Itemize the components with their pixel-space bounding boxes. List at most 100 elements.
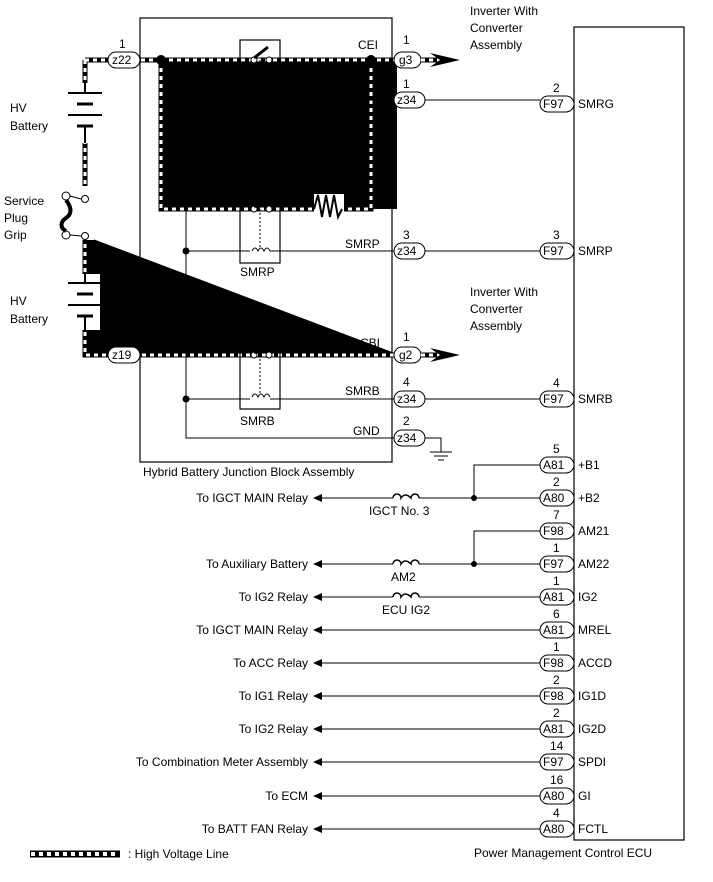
svg-text:1: 1: [119, 37, 126, 51]
fuse-ecu-ig2-label: ECU IG2: [382, 603, 430, 617]
destination-line: To ACC Relay: [233, 656, 540, 670]
connector-z34-3: 3 z34: [393, 228, 426, 260]
hv-junction-dot: [156, 55, 166, 65]
relay-smrg-label: SMRG: [240, 117, 276, 131]
svg-text:3: 3: [403, 228, 410, 242]
relay-coil-wiring: [185, 99, 540, 461]
connector-g3: 1 g3: [393, 33, 422, 69]
inverter-label-1: Inverter With Converter Assembly: [470, 4, 541, 52]
precharge-resistor: [313, 194, 344, 221]
relay-smrb-label: SMRB: [240, 414, 275, 428]
destination-label: To IG1 Relay: [239, 689, 308, 703]
hv-battery-1: [68, 83, 102, 143]
fuse-am2: [392, 559, 420, 567]
svg-text:g2: g2: [399, 348, 413, 362]
wire-junction-dot: [182, 395, 190, 403]
junction-block-box: [139, 17, 393, 463]
destination-line: To BATT FAN Relay: [202, 822, 540, 836]
svg-text:A80: A80: [543, 491, 565, 505]
service-plug-grip-symbol: [59, 186, 94, 240]
destination-line: To IG2 Relay: [239, 722, 540, 736]
destination-label: To ECM: [265, 789, 308, 803]
destination-line: To IGCT MAIN Relay: [196, 491, 540, 505]
svg-text:z34: z34: [397, 392, 417, 406]
destination-label: To BATT FAN Relay: [202, 822, 308, 836]
hv-output-cbi: [421, 348, 460, 362]
destination-line: To IGCT MAIN Relay: [196, 623, 540, 637]
svg-text:4: 4: [553, 376, 560, 390]
svg-text:F98: F98: [543, 656, 564, 670]
svg-text:1: 1: [119, 332, 126, 346]
svg-text:F97: F97: [543, 97, 564, 111]
hv-output-cei: [421, 53, 460, 67]
svg-text:SMRP: SMRP: [578, 244, 613, 258]
svg-text:6: 6: [553, 607, 560, 621]
fuse-am2-label: AM2: [391, 570, 416, 584]
svg-text:7: 7: [553, 508, 560, 522]
svg-text:z34: z34: [397, 93, 417, 107]
fuse-igct-no3: [392, 493, 420, 501]
destination-line: To IG2 Relay: [239, 590, 540, 604]
svg-text:SMRB: SMRB: [578, 392, 613, 406]
inverter-label-2: Inverter With Converter Assembly: [470, 285, 541, 333]
svg-text:z34: z34: [397, 431, 417, 445]
connector-z34-4: 4 z34: [393, 375, 426, 408]
ecu-box: [573, 26, 685, 841]
signal-smrp: SMRP: [345, 237, 380, 251]
hv-junction-dot: [366, 55, 376, 65]
svg-text:F97: F97: [543, 392, 564, 406]
svg-text:F98: F98: [543, 689, 564, 703]
fuse-ecu-ig2: [392, 592, 420, 600]
svg-text:+B1: +B1: [578, 458, 600, 472]
destination-label: To IGCT MAIN Relay: [196, 623, 308, 637]
svg-text:F97: F97: [543, 755, 564, 769]
svg-text:A81: A81: [543, 458, 565, 472]
svg-text:F97: F97: [543, 244, 564, 258]
svg-text:2: 2: [403, 414, 410, 428]
svg-text:1: 1: [553, 541, 560, 555]
svg-text:IG1D: IG1D: [578, 689, 606, 703]
connector-z19: 1 z19: [107, 332, 141, 364]
destination-label: To IGCT MAIN Relay: [196, 491, 308, 505]
wire-junction-dot: [182, 247, 190, 255]
svg-text:IG2: IG2: [578, 590, 598, 604]
connector-z34-2: 2 z34: [393, 414, 426, 447]
svg-text:AM21: AM21: [578, 524, 610, 538]
svg-text:2: 2: [553, 475, 560, 489]
fuse-igct-no3-label: IGCT No. 3: [369, 504, 430, 518]
destination-label: To ACC Relay: [233, 656, 308, 670]
destination-label: To IG2 Relay: [239, 722, 308, 736]
svg-text:A80: A80: [543, 789, 565, 803]
signal-gnd: GND: [353, 424, 380, 438]
hv-battery-2: [68, 274, 102, 330]
svg-text:ACCD: ACCD: [578, 656, 612, 670]
svg-text:16: 16: [550, 773, 564, 787]
svg-text:GI: GI: [578, 789, 591, 803]
svg-text:SPDI: SPDI: [578, 755, 606, 769]
destination-line: To ECM: [265, 789, 540, 803]
svg-text:z19: z19: [112, 348, 132, 362]
svg-text:g3: g3: [399, 53, 413, 67]
svg-text:SMRG: SMRG: [578, 97, 614, 111]
svg-text:+B2: +B2: [578, 491, 600, 505]
svg-text:2: 2: [553, 706, 560, 720]
svg-text:z34: z34: [397, 244, 417, 258]
svg-text:2: 2: [553, 81, 560, 95]
destination-label: To Auxiliary Battery: [206, 557, 308, 571]
destination-label: To Combination Meter Assembly: [136, 755, 308, 769]
connector-z34-1: 1 z34: [393, 77, 426, 109]
